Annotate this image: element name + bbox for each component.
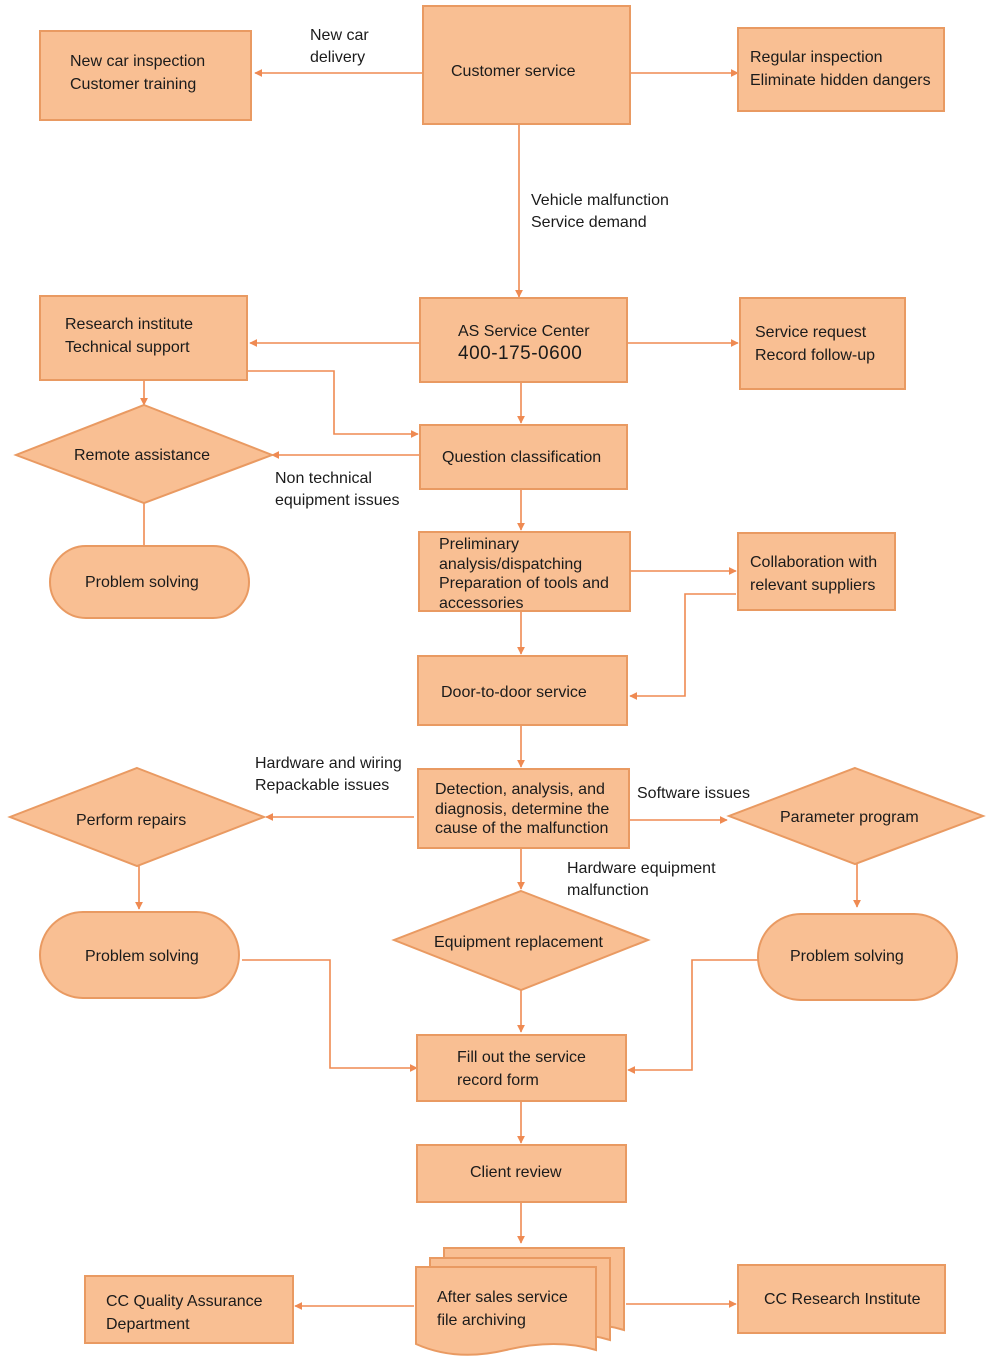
connectors bbox=[135, 69, 861, 1310]
perform-repairs-diamond bbox=[7, 766, 267, 868]
problem-solving-2-label: Problem solving bbox=[85, 948, 199, 965]
remote-assistance-diamond bbox=[13, 403, 275, 505]
edge-labels: New car delivery Vehicle malfunction Ser… bbox=[255, 27, 750, 899]
research-institute-box bbox=[39, 295, 248, 381]
cc-research-box bbox=[737, 1264, 946, 1334]
client-review-label: Client review bbox=[470, 1164, 562, 1181]
service-request-box bbox=[739, 297, 906, 390]
node-labels: Customer service New car inspection Cust… bbox=[65, 49, 931, 1333]
collaboration-box bbox=[737, 532, 896, 611]
edge-solving3-to-form bbox=[627, 959, 758, 1074]
research-institute-label: Research institute Technical support bbox=[65, 316, 198, 356]
preliminary-analysis-label: Preliminary analysis/dispatching Prepara… bbox=[439, 536, 613, 612]
problem-solving-1-label: Problem solving bbox=[85, 574, 199, 591]
fill-out-form-label: Fill out the service record form bbox=[457, 1049, 590, 1089]
as-service-center-label: AS Service Center bbox=[458, 323, 590, 340]
regular-inspection-box bbox=[737, 27, 945, 112]
collaboration-label: Collaboration with relevant suppliers bbox=[750, 554, 882, 594]
equipment-replacement-label: Equipment replacement bbox=[434, 934, 604, 951]
problem-solving-3-label: Problem solving bbox=[790, 948, 904, 965]
problem-solving-1-pill bbox=[49, 545, 250, 619]
edge-collab-to-door bbox=[629, 593, 736, 700]
new-car-inspection-label: New car inspection Customer training bbox=[70, 53, 210, 93]
file-archiving-document-stack bbox=[415, 1247, 625, 1356]
problem-solving-3-pill bbox=[757, 913, 958, 1001]
service-request-label: Service request Record follow-up bbox=[755, 324, 875, 364]
as-service-center-box bbox=[419, 297, 628, 383]
cc-quality-label: CC Quality Assurance Department bbox=[106, 1293, 267, 1333]
parameter-program-label: Parameter program bbox=[780, 809, 919, 826]
software-issues-label: Software issues bbox=[637, 785, 750, 802]
shapes bbox=[7, 5, 986, 1356]
door-to-door-label: Door-to-door service bbox=[441, 684, 587, 701]
door-to-door-box bbox=[417, 655, 628, 726]
hardware-wiring-label: Hardware and wiring Repackable issues bbox=[255, 755, 406, 794]
customer-service-box bbox=[422, 5, 631, 125]
edge-research-to-question bbox=[247, 370, 419, 438]
client-review-box bbox=[416, 1144, 627, 1203]
remote-assistance-label: Remote assistance bbox=[74, 447, 210, 464]
detection-box bbox=[417, 768, 630, 849]
detection-label: Detection, analysis, and diagnosis, dete… bbox=[435, 781, 614, 837]
fill-out-form-box bbox=[416, 1034, 627, 1102]
question-classification-box bbox=[419, 424, 628, 490]
equipment-replacement-diamond bbox=[391, 889, 651, 992]
non-technical-label: Non technical equipment issues bbox=[275, 470, 400, 509]
perform-repairs-label: Perform repairs bbox=[76, 812, 186, 829]
new-car-inspection-box bbox=[39, 30, 252, 121]
new-car-delivery-label: New car delivery bbox=[310, 27, 373, 66]
file-archiving-label: After sales service file archiving bbox=[437, 1289, 572, 1329]
hardware-equipment-label: Hardware equipment malfunction bbox=[567, 860, 720, 899]
regular-inspection-label: Regular inspection Eliminate hidden dang… bbox=[750, 49, 931, 89]
parameter-program-diamond bbox=[726, 766, 986, 866]
question-classification-label: Question classification bbox=[442, 449, 601, 466]
customer-service-label: Customer service bbox=[451, 63, 576, 80]
edge-solving2-to-form bbox=[242, 959, 418, 1072]
as-service-phone: 400-175-0600 bbox=[458, 343, 582, 364]
cc-research-label: CC Research Institute bbox=[764, 1291, 921, 1308]
cc-quality-box bbox=[84, 1275, 294, 1344]
problem-solving-2-pill bbox=[39, 911, 240, 999]
preliminary-analysis-box bbox=[418, 531, 631, 612]
vehicle-malfunction-label: Vehicle malfunction Service demand bbox=[531, 192, 673, 231]
